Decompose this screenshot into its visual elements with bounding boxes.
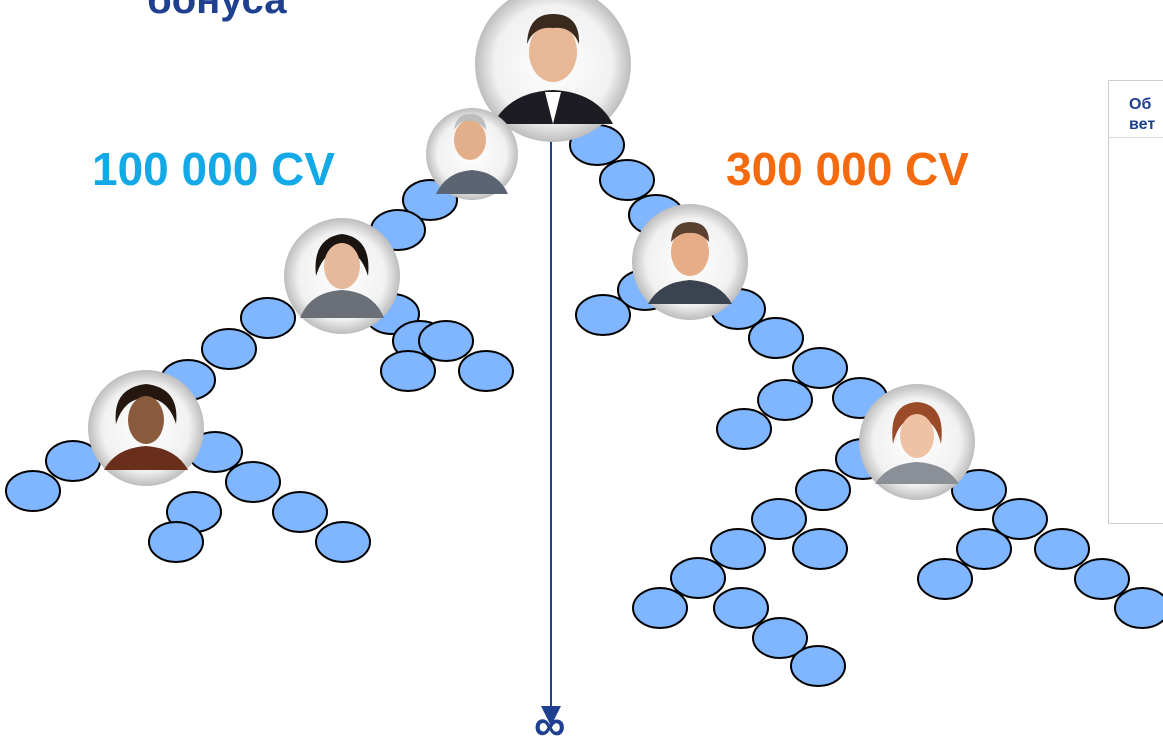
person-photo-root bbox=[475, 0, 631, 142]
side-panel: Об вет bbox=[1108, 80, 1163, 524]
network-node bbox=[748, 317, 804, 359]
network-node bbox=[792, 347, 848, 389]
network-node bbox=[956, 528, 1012, 570]
network-node bbox=[418, 320, 474, 362]
network-nodes bbox=[5, 124, 1163, 687]
network-node bbox=[757, 379, 813, 421]
side-panel-line1: Об bbox=[1129, 96, 1152, 113]
network-node bbox=[458, 350, 514, 392]
network-node bbox=[795, 469, 851, 511]
network-node bbox=[710, 528, 766, 570]
infinity-symbol: ∞ bbox=[534, 701, 566, 750]
network-node bbox=[575, 294, 631, 336]
slide-title: бонуса bbox=[147, 0, 287, 22]
person-photo bbox=[859, 384, 975, 500]
side-panel-text: Об вет bbox=[1129, 95, 1155, 135]
network-node bbox=[1114, 587, 1163, 629]
network-node bbox=[751, 498, 807, 540]
network-node bbox=[790, 645, 846, 687]
network-node bbox=[992, 498, 1048, 540]
network-node bbox=[272, 491, 328, 533]
person-photo bbox=[632, 204, 748, 320]
network-node bbox=[380, 350, 436, 392]
network-node bbox=[792, 528, 848, 570]
side-panel-line2: вет bbox=[1129, 116, 1156, 133]
network-node bbox=[713, 587, 769, 629]
network-node bbox=[632, 587, 688, 629]
network-node bbox=[599, 159, 655, 201]
network-node bbox=[917, 558, 973, 600]
network-node bbox=[225, 461, 281, 503]
network-node bbox=[5, 470, 61, 512]
network-node bbox=[752, 617, 808, 659]
network-node bbox=[716, 408, 772, 450]
network-node bbox=[1034, 528, 1090, 570]
person-photo bbox=[284, 218, 400, 334]
person-photo bbox=[426, 108, 518, 200]
network-node bbox=[1074, 558, 1130, 600]
network-node bbox=[148, 521, 204, 563]
network-node bbox=[670, 557, 726, 599]
left-leg-volume: 100 000 CV bbox=[92, 143, 335, 195]
network-node bbox=[951, 469, 1007, 511]
network-node bbox=[201, 328, 257, 370]
right-leg-volume: 300 000 CV bbox=[726, 143, 969, 195]
network-node bbox=[315, 521, 371, 563]
side-panel-divider bbox=[1109, 137, 1163, 138]
person-photo bbox=[88, 370, 204, 486]
network-node bbox=[240, 297, 296, 339]
